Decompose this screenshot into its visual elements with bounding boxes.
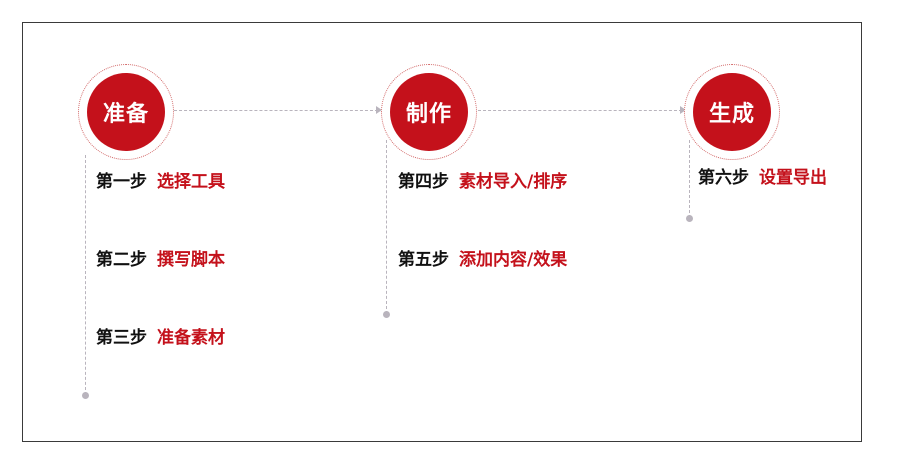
- step-item: 第五步添加内容/效果: [398, 250, 567, 270]
- timeline-end-dot: [383, 311, 390, 318]
- step-name: 添加内容/效果: [459, 250, 568, 270]
- stage-title: 制作: [390, 73, 468, 151]
- step-number: 第五步: [398, 250, 449, 270]
- connector-1-2: [174, 110, 378, 111]
- timeline-end-dot: [686, 215, 693, 222]
- timeline-stage-2: [386, 140, 387, 314]
- step-number: 第三步: [96, 328, 147, 348]
- step-name: 素材导入/排序: [459, 172, 568, 192]
- arrow-1-2-icon: [376, 106, 382, 114]
- stage-node-produce: 制作: [381, 64, 477, 160]
- timeline-stage-1: [85, 155, 86, 395]
- stage-title: 准备: [87, 73, 165, 151]
- timeline-end-dot: [82, 392, 89, 399]
- step-item: 第一步选择工具: [96, 172, 225, 192]
- stage-node-generate: 生成: [684, 64, 780, 160]
- step-number: 第四步: [398, 172, 449, 192]
- timeline-stage-3: [689, 140, 690, 218]
- step-name: 设置导出: [759, 168, 827, 188]
- step-item: 第四步素材导入/排序: [398, 172, 567, 192]
- step-name: 选择工具: [157, 172, 225, 192]
- step-name: 准备素材: [157, 328, 225, 348]
- step-number: 第六步: [698, 168, 749, 188]
- arrow-2-3-icon: [680, 106, 686, 114]
- step-name: 撰写脚本: [157, 250, 225, 270]
- stage-node-prepare: 准备: [78, 64, 174, 160]
- connector-2-3: [478, 110, 682, 111]
- stage-title: 生成: [693, 73, 771, 151]
- step-item: 第六步设置导出: [698, 168, 827, 188]
- step-item: 第二步撰写脚本: [96, 250, 225, 270]
- step-item: 第三步准备素材: [96, 328, 225, 348]
- step-number: 第二步: [96, 250, 147, 270]
- step-number: 第一步: [96, 172, 147, 192]
